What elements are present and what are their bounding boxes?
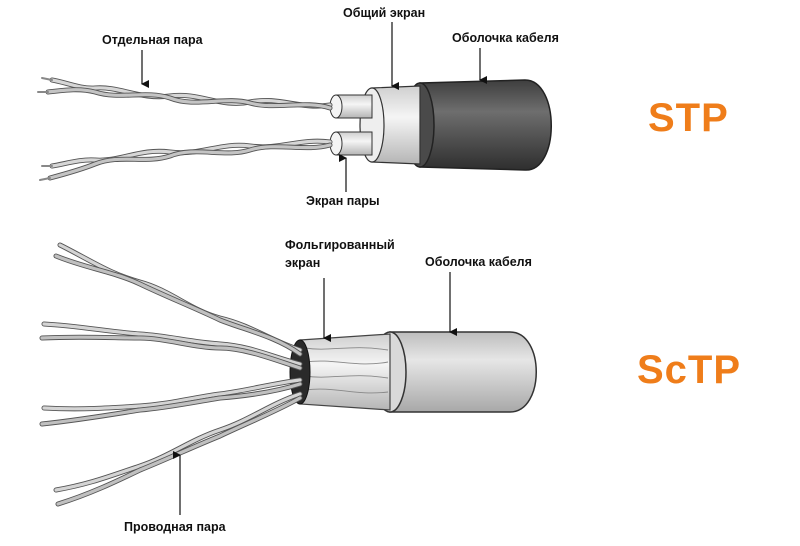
sctp-cable bbox=[39, 242, 537, 515]
sctp-title: ScTP bbox=[637, 348, 742, 392]
label-sctp-jacket: Оболочка кабеля bbox=[425, 255, 532, 269]
label-foil-line1: Фольгированный bbox=[285, 238, 395, 252]
label-wire-pair: Проводная пара bbox=[124, 520, 226, 534]
sctp-foil-shield bbox=[289, 333, 391, 411]
stp-cable bbox=[37, 22, 552, 192]
label-pair-screen: Экран пары bbox=[306, 194, 380, 208]
label-foil-screen: Фольгированный экран bbox=[285, 236, 395, 272]
sctp-twisted-pair-2 bbox=[39, 321, 303, 371]
label-individual-pair: Отдельная пара bbox=[102, 33, 203, 47]
sctp-jacket bbox=[373, 331, 537, 413]
label-common-screen: Общий экран bbox=[343, 6, 426, 20]
sctp-twisted-pair-1 bbox=[53, 242, 303, 357]
label-foil-line2: экран bbox=[285, 256, 321, 270]
stp-twisted-pair-bottom bbox=[39, 138, 333, 181]
stp-pair-screen-top bbox=[329, 94, 373, 119]
stp-jacket bbox=[405, 79, 552, 171]
sctp-twisted-pair-3 bbox=[39, 377, 303, 427]
stp-twisted-pair-top bbox=[37, 77, 333, 111]
stp-pair-screen-bottom bbox=[329, 131, 373, 156]
label-stp-jacket: Оболочка кабеля bbox=[452, 31, 559, 45]
stp-title: STP bbox=[648, 96, 729, 140]
